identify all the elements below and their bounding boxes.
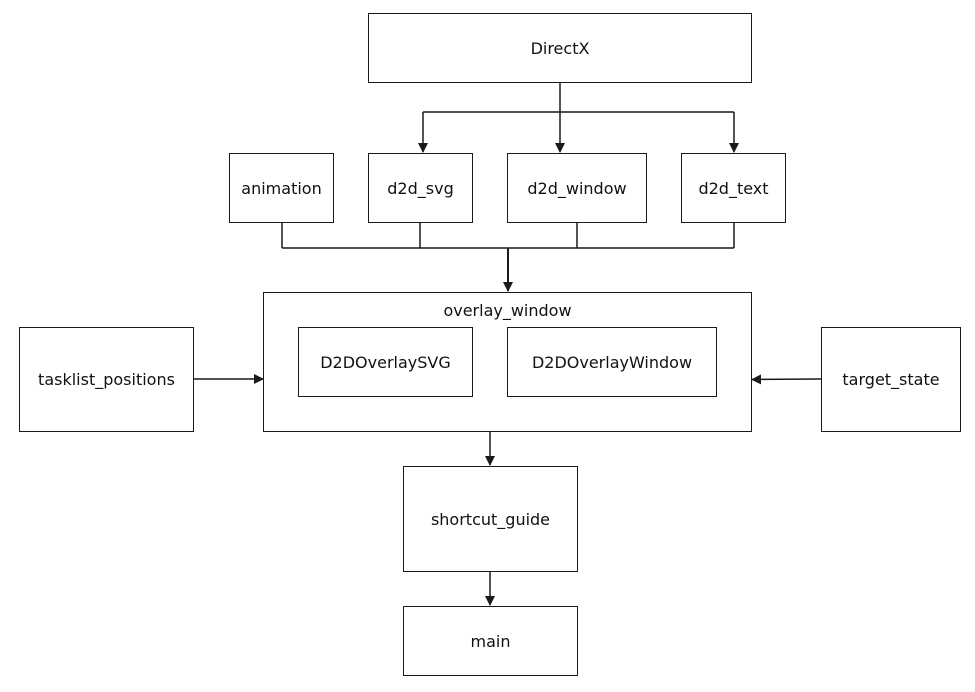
node-d2d-window: d2d_window <box>507 153 647 223</box>
node-tasklist-positions: tasklist_positions <box>19 327 194 432</box>
node-overlay-window-label: overlay_window <box>443 301 572 320</box>
node-d2d-overlay-window-label: D2DOverlayWindow <box>531 352 693 372</box>
node-target-state-label: target_state <box>842 370 940 389</box>
node-animation-label: animation <box>241 178 322 198</box>
node-target-state: target_state <box>821 327 961 432</box>
node-d2d-text: d2d_text <box>681 153 786 223</box>
node-directx: DirectX <box>368 13 752 83</box>
node-d2d-overlay-window: D2DOverlayWindow <box>507 327 717 397</box>
node-d2d-window-label: d2d_window <box>527 178 627 198</box>
node-animation: animation <box>229 153 334 223</box>
node-d2d-svg: d2d_svg <box>368 153 473 223</box>
node-d2d-overlay-svg: D2DOverlaySVG <box>298 327 473 397</box>
node-shortcut-guide-label: shortcut_guide <box>430 509 551 529</box>
node-d2d-overlay-svg-label: D2DOverlaySVG <box>320 352 451 372</box>
node-shortcut-guide: shortcut_guide <box>403 466 578 572</box>
node-d2d-text-label: d2d_text <box>698 178 769 198</box>
node-directx-label: DirectX <box>530 38 590 58</box>
node-tasklist-positions-label: tasklist_positions <box>38 370 175 389</box>
arrow-target-state-to-overlay-window <box>751 374 822 385</box>
node-main-label: main <box>470 631 511 651</box>
node-d2d-svg-label: d2d_svg <box>387 178 454 198</box>
node-main: main <box>403 606 578 676</box>
